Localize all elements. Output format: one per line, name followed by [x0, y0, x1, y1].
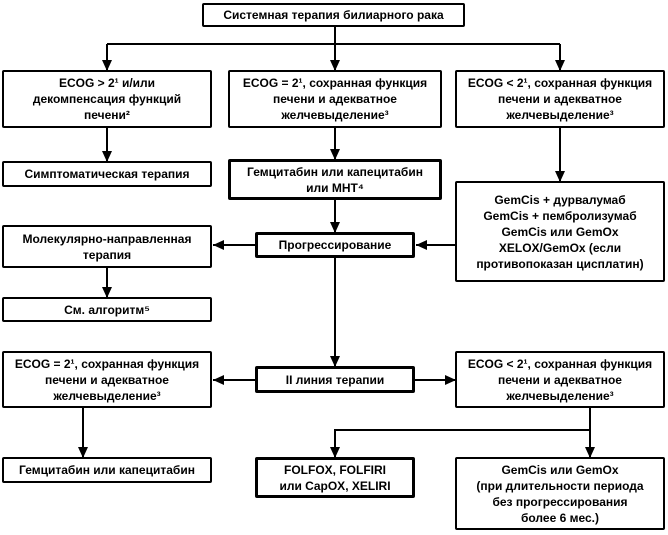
node-ecog-eq2: ECOG = 2¹, сохранная функция печени и ад…: [228, 70, 442, 128]
edge-ecog-lt2-folfox: [330, 408, 591, 458]
node-gemcitabine-capecitabine-mnt: Гемцитабин или капецитабин или МНТ⁴: [228, 159, 442, 200]
node-gemcitabine-or-capecitabine: Гемцитабин или капецитабин: [2, 457, 212, 483]
node-gemcis-rechallenge: GemCis или GemOx (при длительности перио…: [455, 457, 665, 530]
node-see-algorithm: См. алгоритм⁵: [2, 297, 212, 322]
node-ecog-lt2-second-line: ECOG < 2¹, сохранная функция печени и ад…: [455, 351, 665, 408]
node-symptomatic-therapy: Симптоматическая терапия: [2, 161, 212, 187]
node-progression: Прогрессирование: [255, 232, 415, 258]
node-folfox-folfiri: FOLFOX, FOLFIRI или CapOX, XELIRI: [255, 457, 415, 498]
node-gemcis-regimens: GemCis + дурвалумаб GemCis + пембролизум…: [455, 181, 665, 282]
node-ecog-eq2-second-line: ECOG = 2¹, сохранная функция печени и ад…: [2, 351, 212, 408]
node-molecular-targeted-therapy: Молекулярно-направленная терапия: [2, 225, 212, 268]
node-ecog-lt2: ECOG < 2¹, сохранная функция печени и ад…: [455, 70, 665, 128]
node-ecog-gt2: ECOG > 2¹ и/или декомпенсация функций пе…: [2, 70, 212, 128]
node-second-line-therapy: II линия терапии: [255, 366, 415, 393]
node-systemic-therapy-title: Системная терапия билиарного рака: [202, 3, 465, 27]
edge-root-branch-bar: [107, 27, 560, 45]
